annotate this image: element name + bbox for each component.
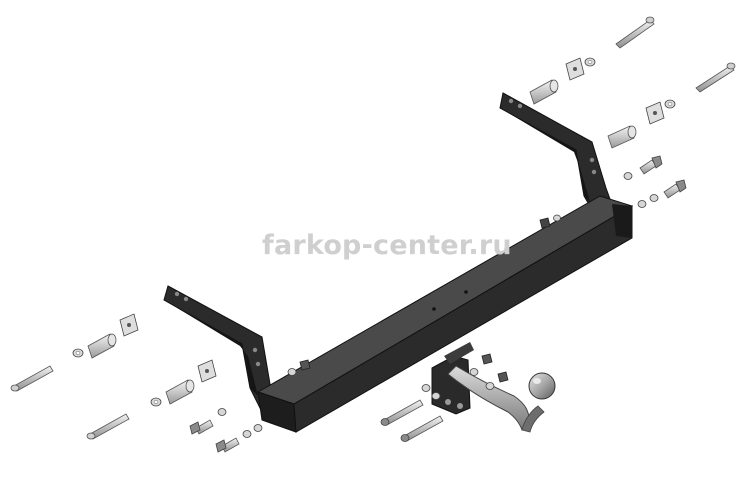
upper-square-plate bbox=[565, 57, 585, 81]
left-square-plate-lower bbox=[197, 359, 217, 383]
hitch-nuts-washers bbox=[421, 353, 509, 400]
left-washer-lower bbox=[150, 397, 162, 407]
upper-washer bbox=[584, 57, 596, 67]
tow-ball bbox=[528, 372, 556, 400]
hitch-bolt-upper bbox=[380, 399, 424, 426]
left-spacer-sleeve-upper bbox=[87, 333, 117, 359]
right-short-bolt-lower bbox=[637, 179, 687, 208]
left-bolt-long-lower bbox=[86, 413, 130, 440]
middle-square-plate bbox=[645, 101, 665, 125]
right-bolt-long bbox=[695, 62, 736, 93]
left-washer-upper bbox=[72, 348, 84, 358]
upper-spacer-sleeve bbox=[529, 79, 559, 105]
hitch-bolt-lower bbox=[400, 415, 444, 442]
left-bolt-long-upper bbox=[10, 365, 54, 392]
left-spacer-sleeve-lower bbox=[165, 379, 195, 405]
left-short-bolt-upper bbox=[189, 408, 227, 435]
center-nut-washer-left bbox=[287, 359, 311, 376]
beam-nut bbox=[539, 214, 561, 229]
watermark-text: farkop-center.ru bbox=[262, 230, 512, 261]
main-cross-beam bbox=[256, 195, 634, 433]
left-short-bolt-lower bbox=[215, 424, 263, 453]
left-square-plate-upper bbox=[119, 313, 139, 337]
middle-washer bbox=[664, 99, 676, 109]
top-right-bolt bbox=[615, 16, 655, 49]
middle-spacer-sleeve bbox=[607, 125, 637, 149]
right-short-bolt-upper bbox=[623, 155, 663, 180]
